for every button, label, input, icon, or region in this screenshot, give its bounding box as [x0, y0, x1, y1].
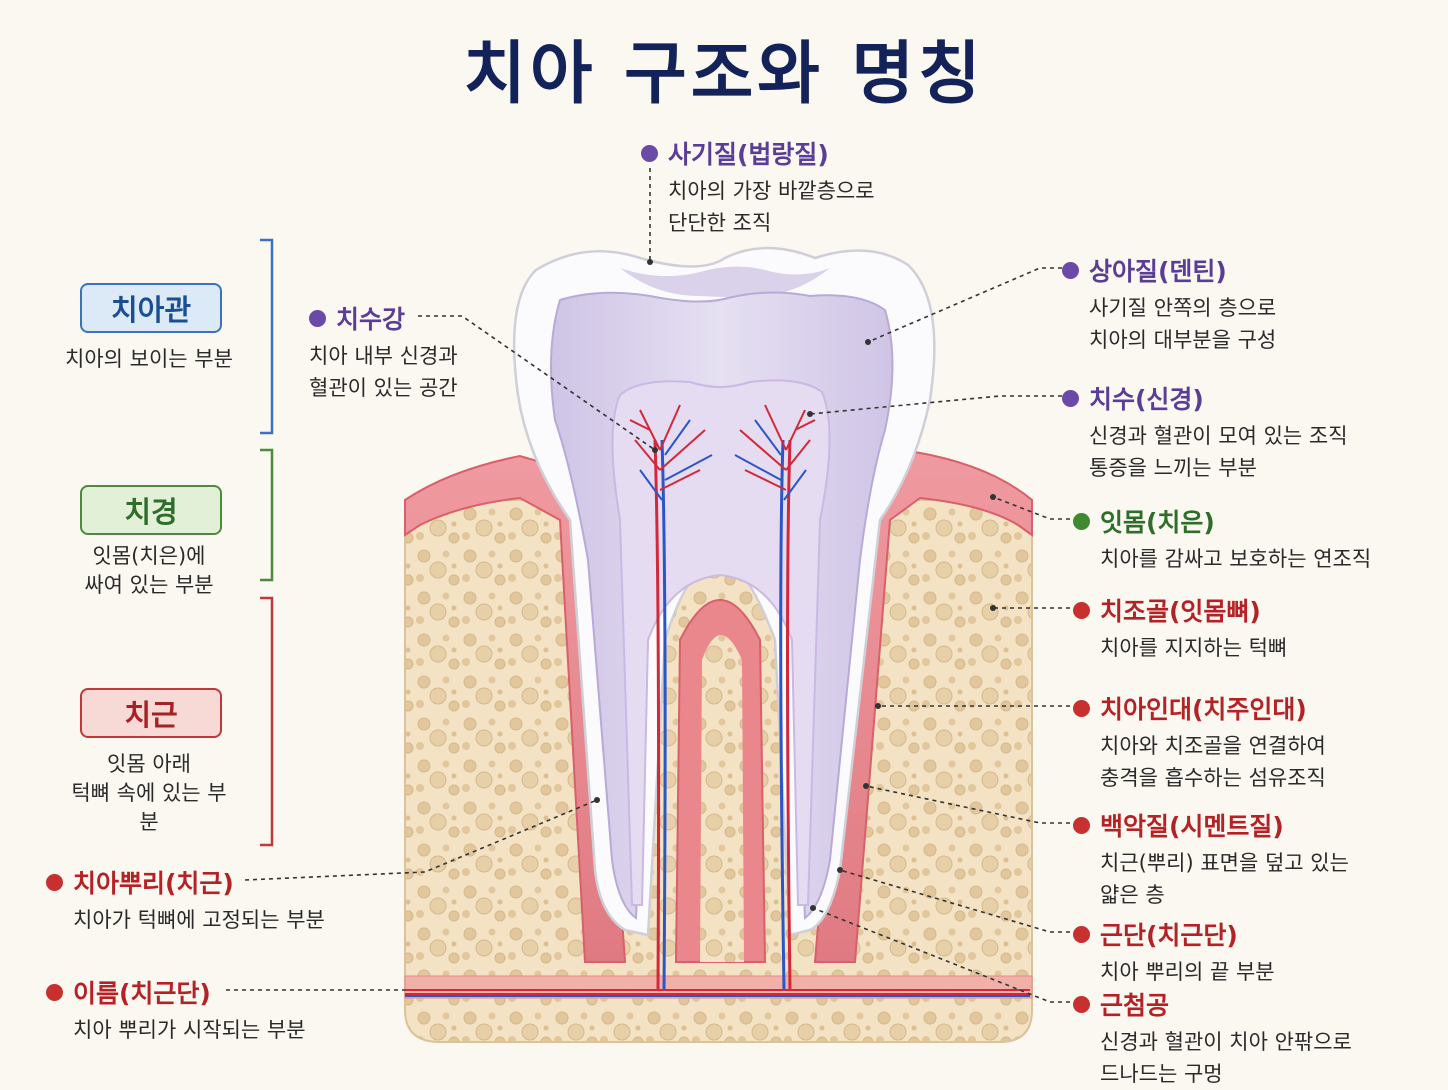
label-gum: 잇몸(치은) 치아를 감싸고 보호하는 연조직: [1073, 503, 1371, 575]
label-root-apex-left: 이름(치근단) 치아 뿌리가 시작되는 부분: [46, 974, 306, 1046]
bullet-dot: [1062, 261, 1079, 279]
section-badge-neck: 치경: [80, 485, 222, 535]
page-title: 치아 구조와 명칭: [463, 35, 985, 114]
bullet-dot: [1073, 601, 1090, 619]
label-title: 치아인대(치주인대): [1100, 695, 1307, 724]
section-desc-line: 턱뼈 속에 있는 부분: [71, 781, 227, 834]
label-desc-line: 치아가 턱뼈에 고정되는 부분: [73, 908, 325, 932]
label-desc-line: 충격을 흡수하는 섬유조직: [1100, 766, 1326, 790]
label-title: 상아질(덴틴): [1089, 257, 1227, 286]
label-desc-line: 치아 뿌리의 끝 부분: [1100, 960, 1275, 984]
bullet-dot: [46, 873, 63, 891]
leader-lines: [226, 168, 1070, 1003]
section-desc-crown: 치아의 보이는 부분: [64, 345, 234, 374]
label-desc-line: 혈관이 있는 공간: [309, 376, 458, 400]
section-desc-line: 잇몸 아래: [107, 752, 191, 776]
label-desc-line: 치아의 대부분을 구성: [1089, 328, 1277, 352]
label-title: 치수강: [336, 305, 406, 334]
label-title: 치수(신경): [1089, 385, 1204, 414]
bullet-dot: [1073, 512, 1090, 530]
label-desc-line: 신경과 혈관이 모여 있는 조직: [1089, 424, 1348, 448]
bullet-dot: [1062, 389, 1079, 407]
section-desc-line: 잇몸(치은)에: [92, 544, 206, 568]
bullet-dot: [309, 309, 326, 327]
bullet-dot: [1073, 925, 1090, 943]
label-desc-line: 드나드는 구멍: [1100, 1062, 1223, 1086]
label-title: 근첨공: [1100, 991, 1170, 1020]
label-root: 치아뿌리(치근) 치아가 턱뼈에 고정되는 부분: [46, 864, 325, 936]
bullet-dot: [641, 144, 658, 162]
label-desc-line: 사기질 안쪽의 층으로: [1089, 296, 1277, 320]
label-desc-line: 치아를 지지하는 턱뼈: [1100, 636, 1288, 660]
label-desc-line: 치아를 감싸고 보호하는 연조직: [1100, 547, 1372, 571]
label-apex: 근단(치근단) 치아 뿌리의 끝 부분: [1073, 916, 1275, 988]
pulp-cavity: [404, 379, 1031, 997]
section-desc-root: 잇몸 아래 턱뼈 속에 있는 부분: [64, 750, 234, 837]
label-desc-line: 신경과 혈관이 치아 안팎으로: [1100, 1030, 1352, 1054]
bullet-dot: [1073, 816, 1090, 834]
label-desc-line: 치아 뿌리가 시작되는 부분: [73, 1018, 306, 1042]
label-desc-line: 얇은 층: [1100, 883, 1165, 907]
label-title: 치조골(잇몸뼈): [1100, 597, 1261, 626]
label-desc-line: 치근(뿌리) 표면을 덮고 있는: [1100, 851, 1349, 875]
section-desc-line: 싸여 있는 부분: [84, 573, 214, 597]
label-desc-line: 치아 내부 신경과: [309, 344, 458, 368]
label-title: 근단(치근단): [1100, 921, 1238, 950]
label-alveolar-bone: 치조골(잇몸뼈) 치아를 지지하는 턱뼈: [1073, 592, 1287, 664]
bullet-dot: [46, 983, 63, 1001]
label-desc-line: 치아의 가장 바깥층으로: [668, 179, 875, 203]
label-title: 치아뿌리(치근): [73, 869, 234, 898]
label-title: 잇몸(치은): [1100, 508, 1215, 537]
section-desc-line: 치아의 보이는 부분: [65, 347, 233, 371]
leader-endpoints: [594, 259, 996, 911]
label-title: 백악질(시멘트질): [1100, 812, 1284, 841]
label-title: 사기질(법랑질): [668, 140, 829, 169]
label-title: 이름(치근단): [73, 979, 211, 1008]
bullet-dot: [1073, 699, 1090, 717]
bullet-dot: [1073, 995, 1090, 1013]
section-brackets: [260, 238, 274, 847]
section-badge-crown: 치아관: [80, 283, 222, 333]
label-desc-line: 통증을 느끼는 부분: [1089, 456, 1257, 480]
section-desc-neck: 잇몸(치은)에 싸여 있는 부분: [64, 542, 234, 600]
section-badge-root: 치근: [80, 688, 222, 738]
label-desc-line: 단단한 조직: [668, 211, 772, 235]
label-desc-line: 치아와 치조골을 연결하여: [1100, 734, 1326, 758]
